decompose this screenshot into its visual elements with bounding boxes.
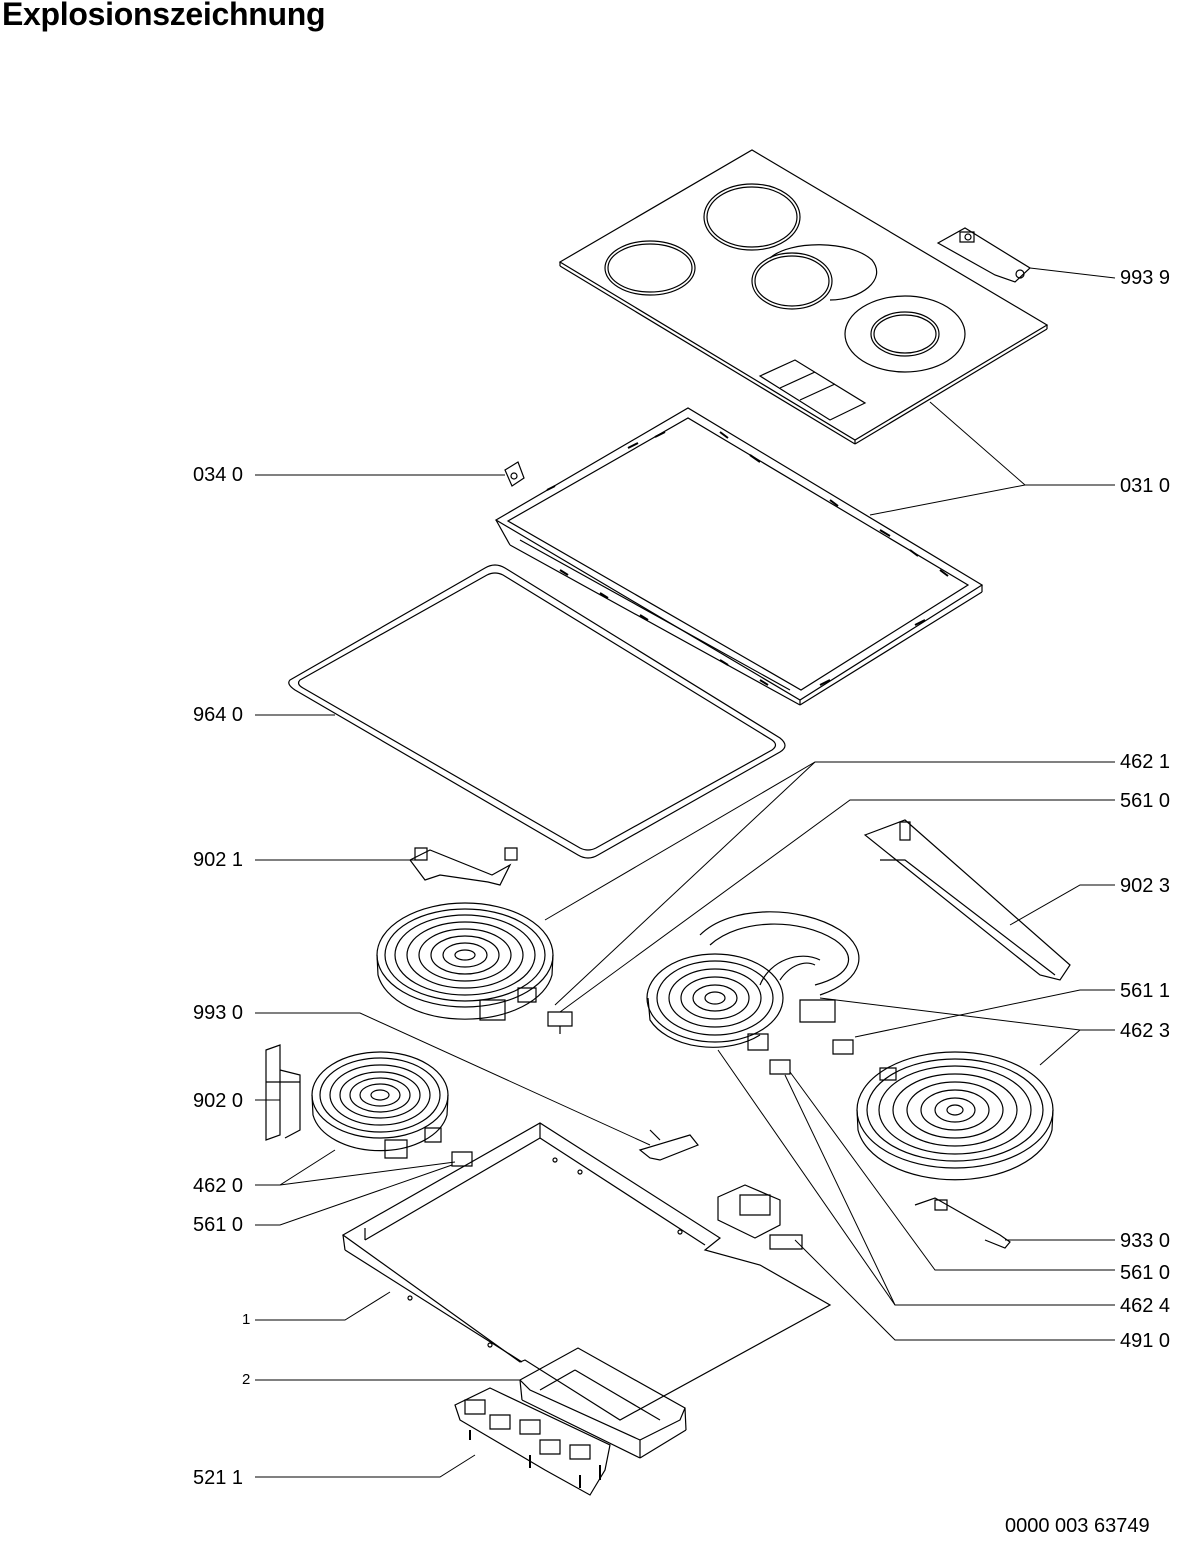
page-title: Explosionszeichnung xyxy=(2,0,326,32)
dual-radiant-heater xyxy=(647,912,859,1050)
part-label: 521 1 xyxy=(193,1467,244,1489)
part-label: 902 1 xyxy=(193,849,244,871)
thermostat-clip xyxy=(452,1152,472,1166)
part-label: 031 0 xyxy=(1120,475,1171,497)
cooking-zone-marking xyxy=(752,253,832,309)
part-label: 964 0 xyxy=(193,704,244,726)
cooking-zone-marking xyxy=(605,241,695,295)
part-label: 993 0 xyxy=(193,1002,244,1024)
terminal-block xyxy=(718,1185,802,1249)
part-label: 561 0 xyxy=(193,1214,244,1236)
ceramic-glass-top xyxy=(560,150,1047,444)
radiant-heater xyxy=(312,1052,448,1158)
mounting-clip xyxy=(640,1130,698,1160)
thermostat-clip xyxy=(548,1012,572,1034)
part-label: 462 3 xyxy=(1120,1020,1171,1042)
part-label: 462 1 xyxy=(1120,751,1171,773)
cooking-zone-marking xyxy=(704,184,800,250)
temperature-limiter xyxy=(915,1198,1010,1248)
radiant-heater xyxy=(857,1052,1053,1180)
part-label: 2 xyxy=(242,1371,251,1388)
heater-bracket xyxy=(410,848,517,885)
part-label: 491 0 xyxy=(1120,1330,1171,1352)
leader-lines xyxy=(255,268,1115,1477)
control-panel-marking xyxy=(760,360,865,420)
part-label: 561 0 xyxy=(1120,790,1171,812)
part-label: 1 xyxy=(242,1311,251,1328)
cooking-zone-marking xyxy=(845,296,965,372)
base-tray xyxy=(343,1123,830,1420)
thermostat-clip xyxy=(770,1040,853,1074)
heater-bracket xyxy=(266,1045,300,1140)
part-label: 933 0 xyxy=(1120,1230,1171,1252)
part-label: 561 0 xyxy=(1120,1262,1171,1284)
part-label: 034 0 xyxy=(193,464,244,486)
clip-part xyxy=(505,462,524,486)
part-label: 462 4 xyxy=(1120,1295,1171,1317)
cooktop-frame xyxy=(496,408,982,705)
control-module xyxy=(455,1388,610,1495)
sealing-gasket xyxy=(289,565,785,858)
radiant-heater xyxy=(377,903,553,1020)
long-bracket xyxy=(865,820,1070,980)
control-housing xyxy=(520,1348,686,1458)
part-label: 561 1 xyxy=(1120,980,1171,1002)
part-label: 993 9 xyxy=(1120,267,1171,289)
bracket-part xyxy=(938,228,1030,282)
part-label: 902 3 xyxy=(1120,875,1171,897)
document-number: 0000 003 63749 xyxy=(1005,1515,1150,1537)
part-label: 462 0 xyxy=(193,1175,244,1197)
part-label: 902 0 xyxy=(193,1090,244,1112)
